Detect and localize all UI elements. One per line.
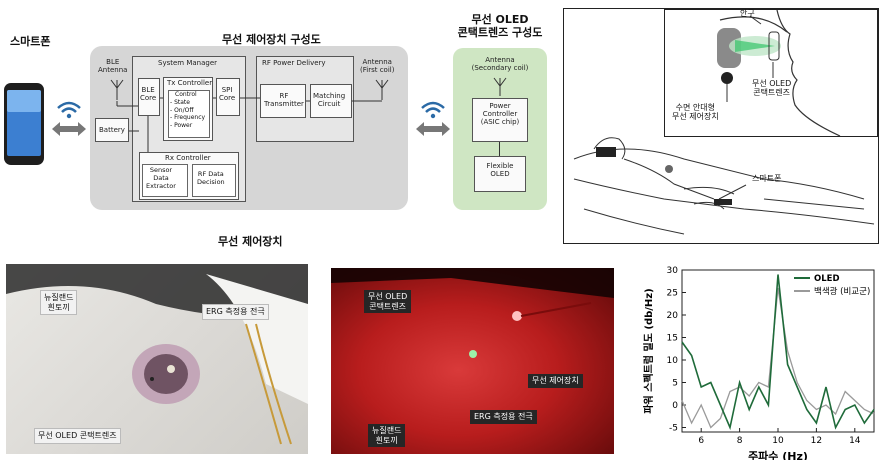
flexible-oled-box	[474, 156, 526, 192]
eyeball-label: 안구	[740, 9, 755, 18]
face-inset-panel	[664, 9, 878, 137]
y-axis-label: 파워 스펙트럼 밀도 (db/Hz)	[642, 288, 655, 413]
ble-antenna-icon	[110, 79, 124, 100]
photo2-erg-label: ERG 측정용 전극	[470, 410, 537, 424]
phone-label: 스마트폰	[10, 35, 51, 48]
smartphone-illustration-label: 스마트폰	[752, 174, 782, 183]
x-tick-label: 8	[737, 436, 743, 446]
photo1-lens-label: 무선 OLED 콘택트렌즈	[34, 428, 121, 444]
series-line-oled	[681, 274, 875, 431]
x-tick-label: 14	[849, 436, 861, 446]
battery-box	[95, 118, 129, 142]
psd-chart: 6 8 10 12 14 -5 0 5 10 15 20 25 30 주파수 (Hz) 파워 스펙트럼 밀도…	[642, 266, 875, 460]
smartphone-icon	[4, 83, 44, 165]
smartphone-small-icon	[714, 199, 732, 205]
x-tick-label: 6	[698, 436, 704, 446]
sleep-mask-icon	[596, 147, 616, 157]
connector-lines	[116, 97, 382, 152]
rx-controller-label: Rx Controller	[165, 154, 211, 162]
legend-label: OLED	[814, 274, 840, 284]
x-tick-label: 10	[772, 436, 784, 446]
rf-power-delivery-label: RF Power Delivery	[262, 59, 326, 67]
tx-control-box	[168, 90, 210, 138]
y-tick-label: 25	[667, 289, 678, 299]
system-manager-label: System Manager	[158, 59, 218, 67]
y-tick-label: 20	[667, 311, 679, 321]
matching-circuit-box	[310, 84, 352, 118]
photo1-erg-label: ERG 측정용 전극	[202, 304, 269, 320]
bidirectional-arrow-icon	[52, 122, 86, 136]
first-coil-antenna-icon	[375, 79, 389, 100]
y-tick-label: -5	[669, 424, 678, 434]
rf-decision-box	[192, 164, 236, 197]
spi-core-box	[216, 78, 240, 116]
ble-core-box	[138, 78, 160, 116]
battery-label: Battery	[99, 126, 125, 134]
controller-title: 무선 제어장치 구성도	[222, 33, 321, 46]
y-tick-label: 5	[672, 379, 678, 389]
legend-label: 백색광 (비교군)	[814, 286, 870, 297]
x-tick-label: 12	[811, 436, 822, 446]
wifi-icon	[57, 101, 81, 119]
photo-section-title: 무선 제어장치	[218, 235, 283, 248]
wifi-icon	[421, 101, 445, 119]
secondary-coil-label: Antenna(Secondary coil)	[471, 56, 529, 73]
bidirectional-arrow-icon	[416, 122, 450, 136]
y-tick-label: 15	[667, 334, 678, 344]
bluetooth-icon	[665, 165, 673, 173]
secondary-coil-antenna-icon	[493, 77, 507, 96]
sleeping-person-illustration	[573, 137, 875, 235]
y-tick-label: 30	[667, 266, 679, 276]
series-line-white-light	[681, 287, 875, 429]
rf-transmitter-box	[260, 84, 306, 118]
power-controller-box	[472, 98, 528, 142]
tx-control-items: Control - State - On/Off - Frequency - P…	[170, 91, 206, 130]
x-axis-label: 주파수 (Hz)	[748, 449, 808, 460]
lens-connector	[499, 142, 500, 156]
y-tick-label: 10	[667, 356, 679, 366]
sensor-extractor-box	[142, 164, 188, 197]
face-inset-illustration	[717, 10, 841, 136]
y-tick-label: 0	[672, 401, 678, 411]
photo2-device-label: 무선 제어장치	[528, 374, 583, 388]
first-coil-label: Antenna(First coil)	[360, 58, 395, 75]
tx-controller-label: Tx Controller	[167, 79, 213, 87]
